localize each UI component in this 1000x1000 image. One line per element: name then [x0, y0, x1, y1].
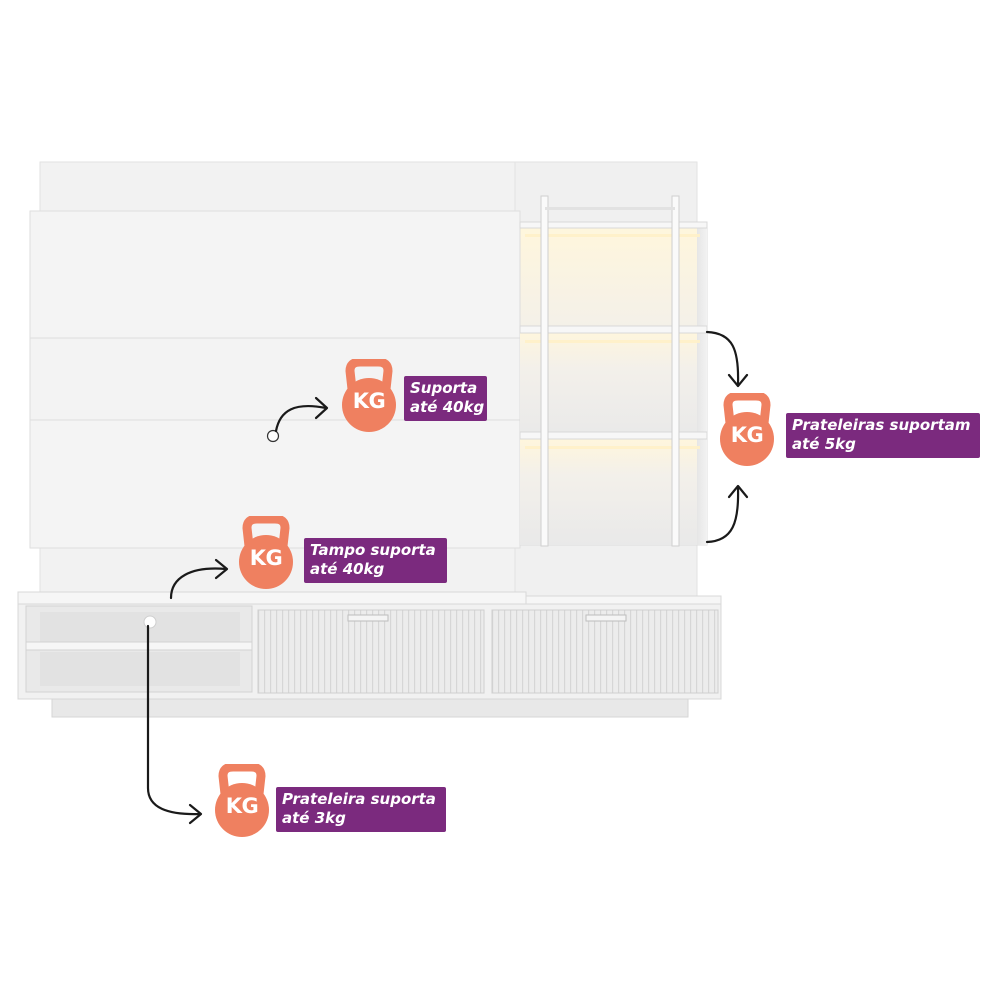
drawer-handle-left: [347, 614, 389, 622]
callout-shelf-left-line1: Prateleira suporta: [282, 790, 436, 808]
callout-shelves-right-line2: até 5kg: [792, 435, 856, 453]
callout-top-line1: Tampo suporta: [310, 541, 436, 559]
arrow-shelf-lower: [705, 486, 740, 544]
drawer-left: [257, 609, 485, 694]
arrow-top: [169, 567, 228, 600]
upright-left: [540, 195, 549, 547]
callout-shelves-right: Prateleiras suportam até 5kg: [786, 413, 980, 458]
niche-cable-hole: [143, 615, 157, 629]
kg-label: KG: [249, 546, 283, 570]
kg-label: KG: [730, 423, 764, 447]
shelf-2: [519, 431, 708, 440]
kettlebell-icon: [720, 393, 774, 466]
kg-label: KG: [352, 389, 386, 413]
callout-shelf-left: Prateleira suporta até 3kg: [276, 787, 446, 832]
arrow-panel: [274, 404, 328, 433]
callout-top-line2: até 40kg: [310, 560, 385, 578]
plinth: [51, 698, 689, 718]
kettlebell-icon: [239, 516, 293, 589]
shelf-1: [519, 325, 708, 334]
drawer-handle-right: [585, 614, 627, 622]
callout-panel-line2: até 40kg: [410, 398, 485, 416]
kettlebell-icon-panel: KG: [334, 359, 404, 433]
kettlebell-icon: [215, 764, 269, 837]
front-board-1: [29, 210, 521, 339]
rack-top: [17, 591, 527, 605]
cable-hole: [266, 429, 280, 443]
callout-shelf-left-line2: até 3kg: [282, 809, 346, 827]
niche-shelf: [25, 641, 253, 651]
kettlebell-icon-shelves-right: KG: [712, 393, 782, 467]
callout-panel: Suporta até 40kg: [404, 376, 487, 421]
kettlebell-icon-top: KG: [231, 516, 301, 590]
kettlebell-icon-shelf-left: KG: [207, 764, 277, 838]
callout-panel-line1: Suporta: [410, 379, 478, 397]
kg-label: KG: [225, 794, 259, 818]
kettlebell-icon: [342, 359, 396, 432]
callout-top: Tampo suporta até 40kg: [304, 538, 447, 583]
arrow-shelf-left: [146, 624, 202, 816]
drawer-right: [491, 609, 719, 694]
arrow-shelf-upper: [705, 330, 740, 386]
upright-right: [671, 195, 680, 547]
callout-shelves-right-line1: Prateleiras suportam: [792, 416, 971, 434]
